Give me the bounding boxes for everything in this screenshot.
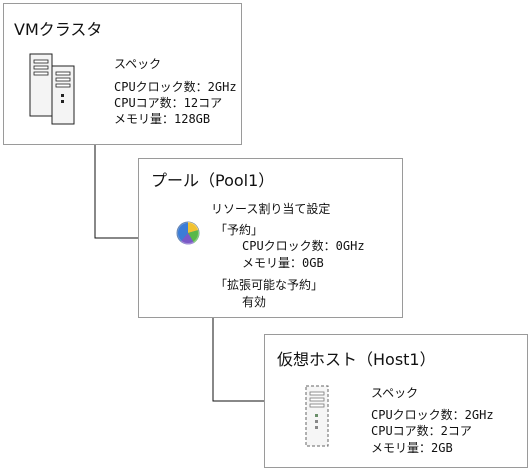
host-spec-row: CPUクロック数：2GHz: [371, 408, 494, 422]
host-spec-row: メモリ量：2GB: [371, 441, 453, 455]
reservation-row: メモリ量：0GB: [242, 256, 324, 270]
cluster-spec-row: CPUコア数：12コア: [114, 96, 223, 110]
cluster-spec-heading: スペック: [114, 57, 162, 71]
cluster-box: VMクラスタ スペック CPUクロック数：2GHz CPUコア数：12コア メモ…: [3, 3, 242, 145]
virtual-server-icon: [305, 385, 329, 447]
host-title: 仮想ホスト（Host1）: [277, 350, 436, 369]
resource-pool-icon: [176, 221, 200, 245]
host-spec-row: CPUコア数：2コア: [371, 424, 472, 438]
cluster-title: VMクラスタ: [14, 20, 103, 39]
host-spec-heading: スペック: [371, 386, 419, 400]
reservation-row: CPUクロック数：0GHz: [242, 239, 365, 253]
allocation-heading: リソース割り当て設定: [211, 202, 331, 216]
host-box: 仮想ホスト（Host1） スペック CPUクロック数：2GHz CPUコア数：2…: [264, 334, 528, 468]
pool-title: プール（Pool1）: [151, 171, 275, 190]
pool-box: プール（Pool1） リソース割り当て設定 「予約」 CPUクロック数：0GHz…: [138, 158, 403, 318]
expandable-reservation-label: 「拡張可能な予約」: [215, 278, 324, 292]
expandable-reservation-value: 有効: [242, 295, 267, 309]
server-cluster-icon: [29, 53, 75, 125]
reservation-label: 「予約」: [215, 223, 264, 237]
cluster-spec-row: メモリ量：128GB: [114, 112, 211, 126]
cluster-spec-row: CPUクロック数：2GHz: [114, 80, 237, 94]
